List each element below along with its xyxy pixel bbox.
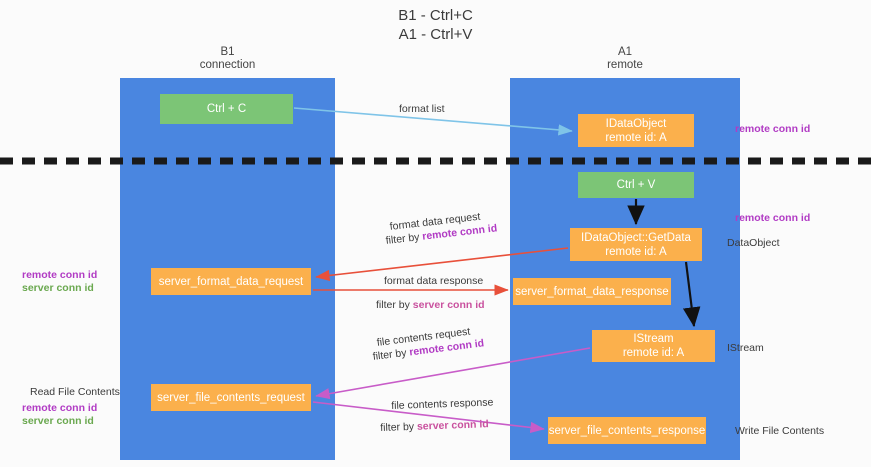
filter-prefix: filter by — [372, 346, 411, 363]
annotation-right-istream: IStream — [727, 342, 764, 354]
annotation-right-write-file-contents: Write File Contents — [735, 425, 825, 437]
lane-header-b1: B1 connection — [199, 46, 256, 71]
filter-key-server-conn-id: server conn id — [416, 418, 489, 433]
annotation-server-conn-id: server conn id — [22, 415, 94, 427]
arrow-label-format-data-response-filter: filter by server conn id — [376, 298, 485, 312]
filter-prefix: filter by — [385, 230, 424, 247]
node-server-file-contents-response[interactable]: server_file_contents_response — [548, 417, 706, 444]
filter-prefix: filter by — [376, 299, 413, 311]
node-server-format-data-response[interactable]: server_format_data_response — [513, 278, 671, 305]
diagram-title: B1 - Ctrl+C A1 - Ctrl+V — [398, 7, 473, 43]
node-server-format-data-request[interactable]: server_format_data_request — [151, 268, 311, 295]
annotation-remote-conn-id: remote conn id — [22, 402, 98, 414]
arrow-label-file-contents-response: file contents response — [391, 396, 494, 412]
annotation-text: remote conn id — [735, 212, 811, 224]
filter-key-server-conn-id: server conn id — [412, 299, 485, 311]
annotation-server-conn-id: server conn id — [22, 282, 94, 294]
arrow-label-file-contents-response-filter: filter by server conn id — [380, 417, 489, 435]
filter-prefix: filter by — [380, 420, 418, 434]
arrow-label-format-data-response: format data response — [384, 275, 484, 287]
annotation-right-remote-conn-id-mid: remote conn id — [735, 211, 810, 225]
node-idataobject-getdata[interactable]: IDataObject::GetData remote id: A — [570, 228, 702, 261]
node-idataobject[interactable]: IDataObject remote id: A — [578, 114, 694, 147]
annotation-right-remote-conn-id-top: remote conn id — [735, 122, 810, 136]
node-ctrl-c[interactable]: Ctrl + C — [160, 94, 293, 124]
arrow-label-format-list: format list — [399, 103, 445, 115]
node-server-file-contents-request[interactable]: server_file_contents_request — [151, 384, 311, 411]
annotation-right-dataobject: DataObject — [727, 237, 780, 249]
annotation-remote-conn-id: remote conn id — [22, 269, 98, 281]
lane-header-a1: A1 remote — [607, 46, 643, 71]
node-istream[interactable]: IStream remote id: A — [592, 330, 715, 362]
annotation-left-read-file-contents: Read File Contents — [30, 386, 120, 398]
node-ctrl-v[interactable]: Ctrl + V — [578, 172, 694, 198]
annotation-text: remote conn id — [735, 123, 811, 135]
